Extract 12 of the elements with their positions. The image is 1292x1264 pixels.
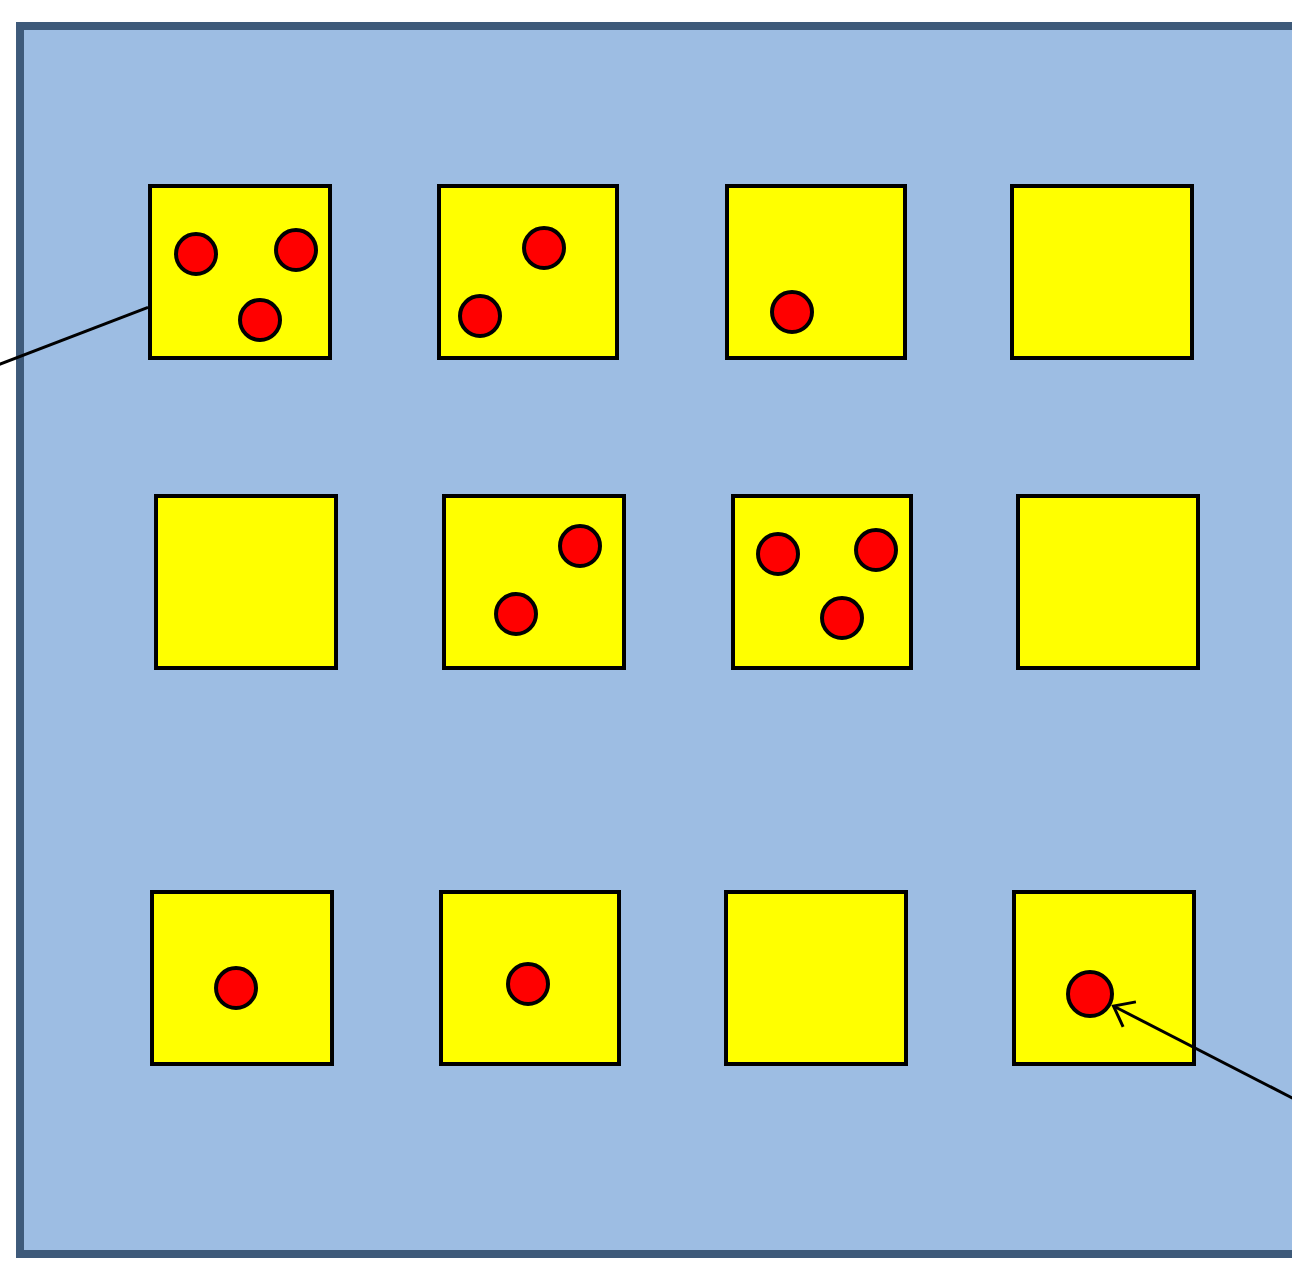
square-tile <box>1012 890 1196 1066</box>
square-tile <box>724 890 908 1066</box>
square-tile <box>442 494 626 670</box>
square-tile <box>1010 184 1194 360</box>
square-tile <box>1016 494 1200 670</box>
leader-line <box>1111 1000 1292 1104</box>
square-tile <box>154 494 338 670</box>
leader-line <box>0 305 149 370</box>
square-tile <box>437 184 619 360</box>
square-tile <box>439 890 621 1066</box>
square-tile <box>150 890 334 1066</box>
square-tile <box>725 184 907 360</box>
